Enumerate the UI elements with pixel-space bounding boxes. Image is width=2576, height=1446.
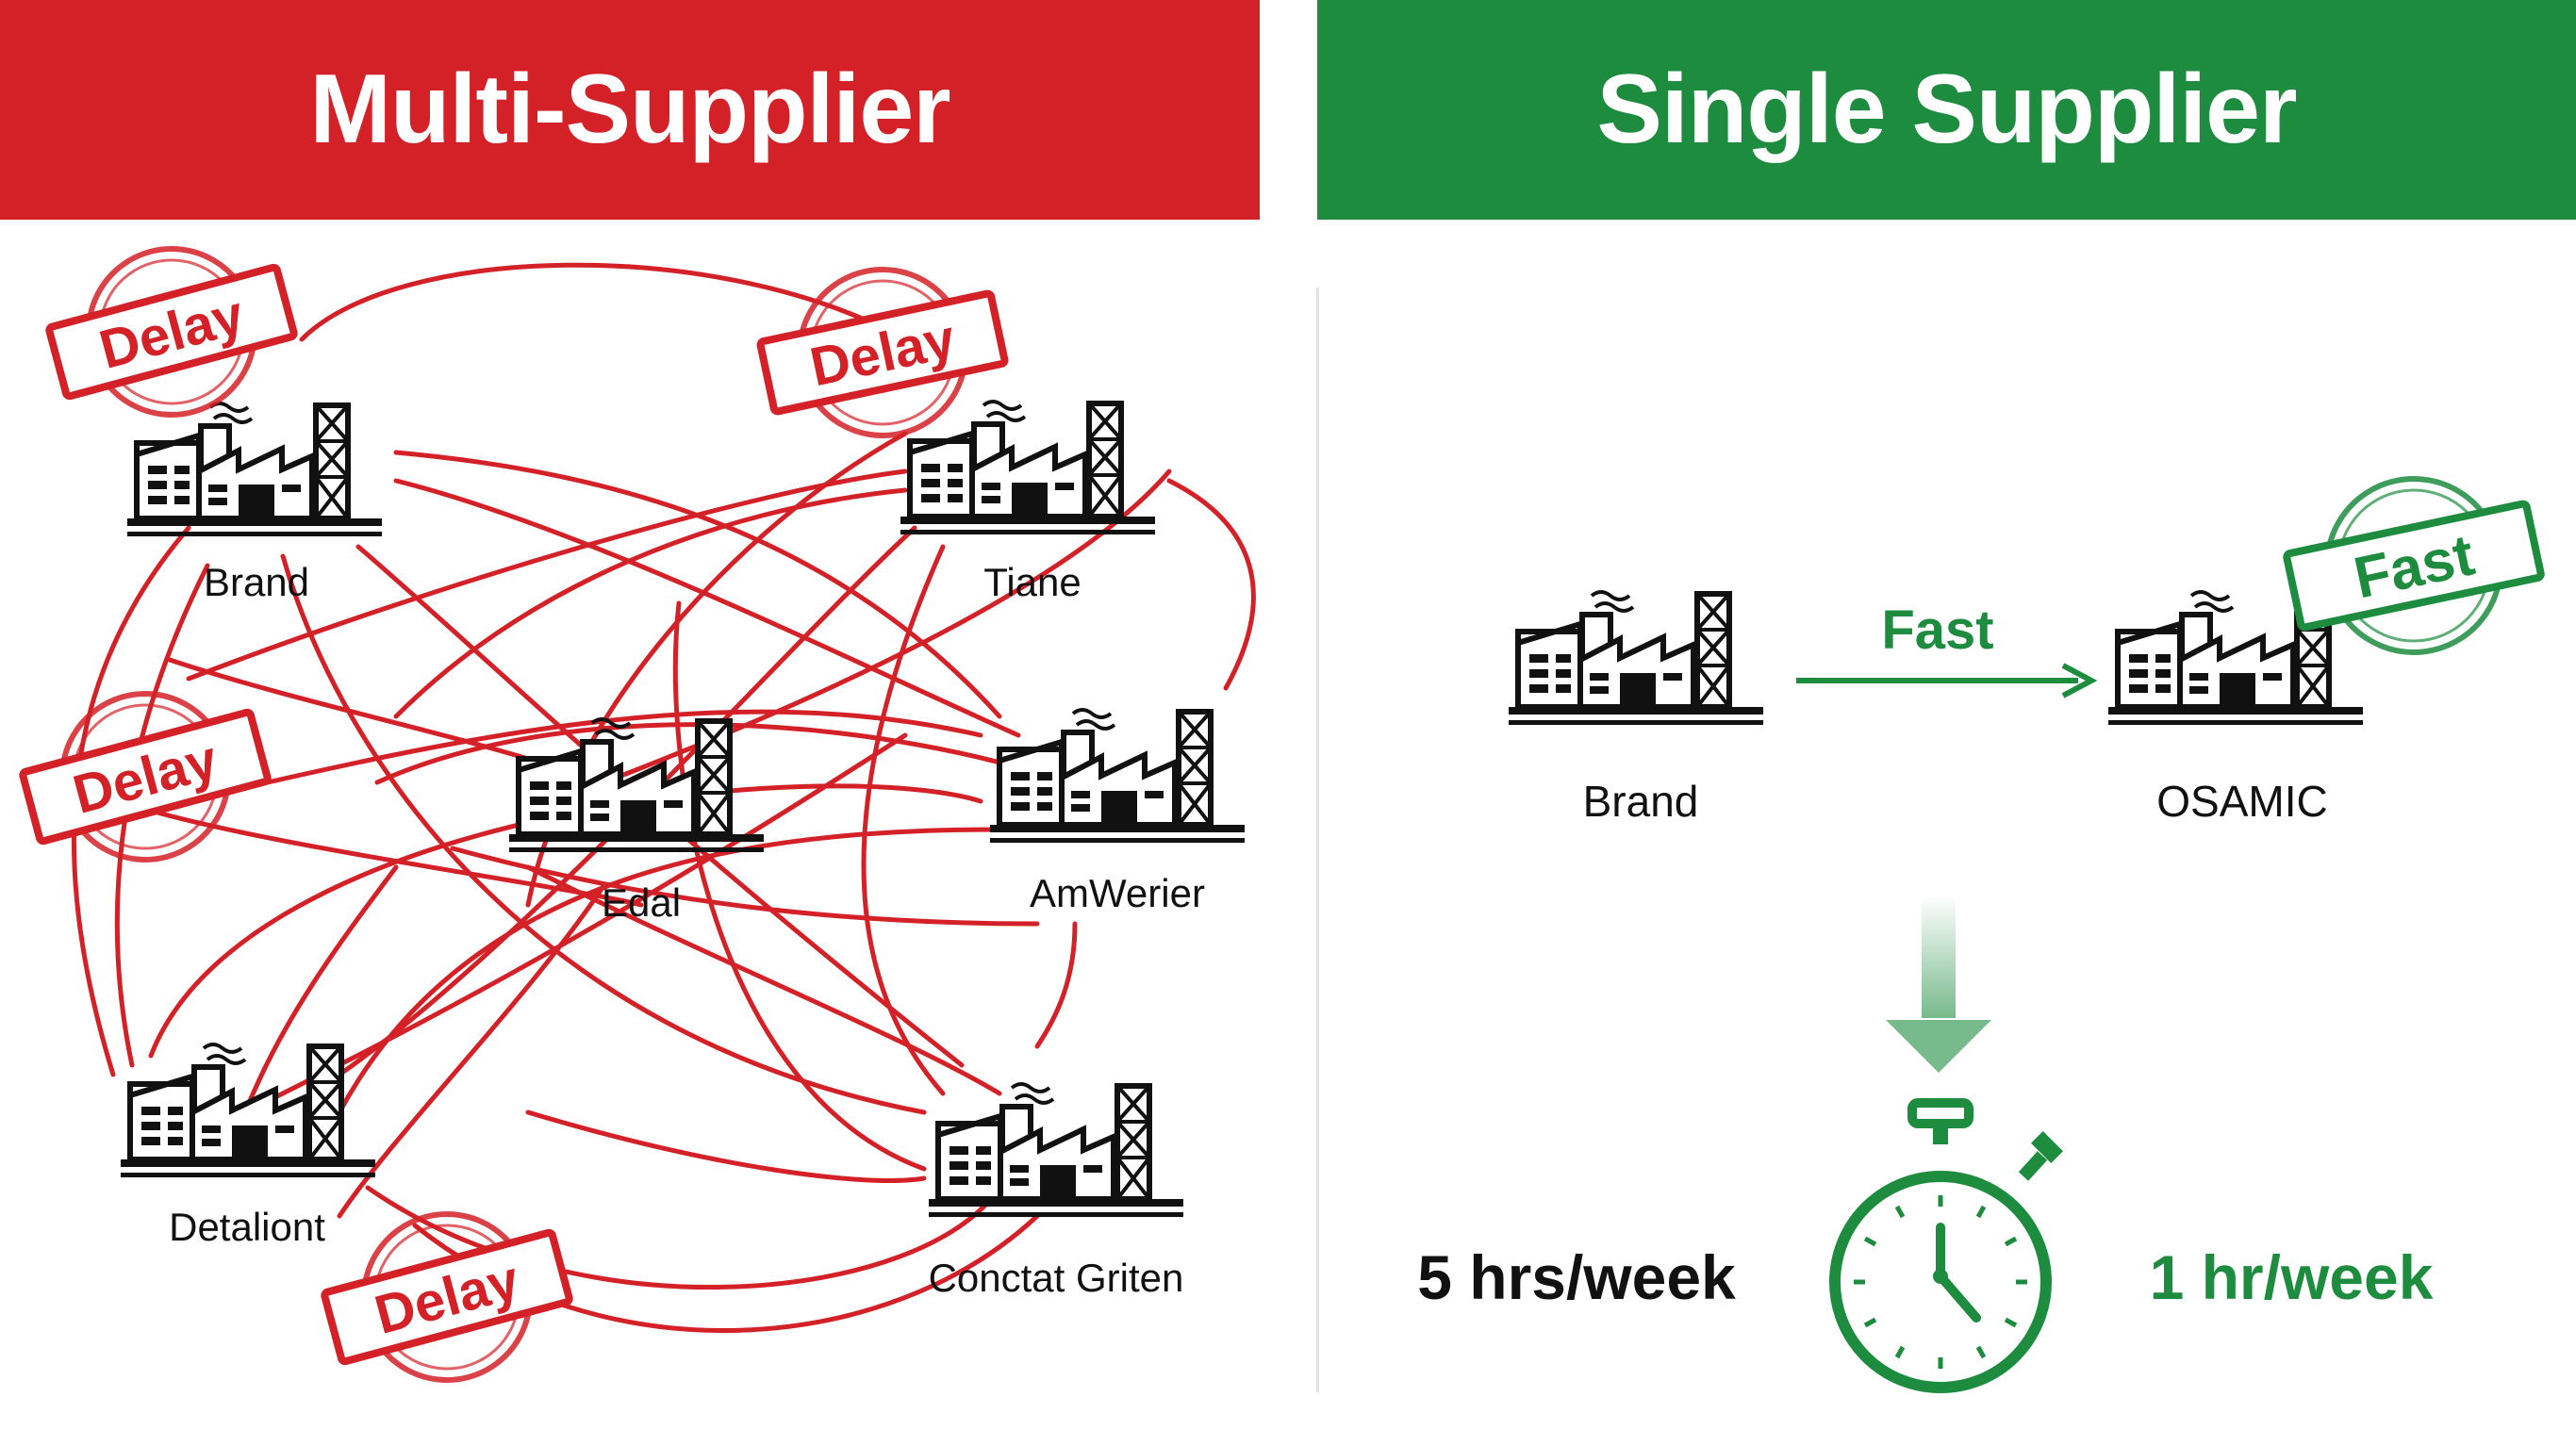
factory-icon	[929, 1084, 1183, 1217]
time-after: 1 hr/week	[2150, 1242, 2434, 1312]
panel-divider	[1316, 288, 1319, 1392]
factory-icon	[900, 402, 1155, 534]
source-factory: Brand	[1509, 592, 1763, 826]
factory-label: Detaliont	[169, 1205, 325, 1249]
factory-icon	[990, 710, 1245, 843]
delay-stamp: Delay	[19, 691, 272, 863]
factory-detaliont: Detaliont	[121, 1044, 375, 1249]
delay-stamp: Delay	[45, 246, 298, 418]
factory-label: Brand	[204, 560, 309, 604]
factory-amwerier: AmWerier	[990, 710, 1245, 915]
factory-label: Conctat Griten	[929, 1256, 1184, 1300]
factory-label: Edal	[602, 880, 681, 925]
factory-label: AmWerier	[1030, 871, 1205, 915]
single-supplier-banner: Single Supplier	[1317, 0, 2576, 220]
target-factory: OSAMIC	[2108, 592, 2363, 826]
stopwatch-icon	[1835, 1103, 2063, 1388]
factory-conctat-griten: Conctat Griten	[929, 1084, 1184, 1300]
delay-stamp: Delay	[321, 1211, 573, 1383]
fast-stamp: Fast	[2283, 476, 2545, 655]
multi-supplier-title: Multi-Supplier	[309, 55, 950, 164]
source-label: Brand	[1583, 777, 1699, 826]
factory-edal: Edal	[509, 719, 764, 925]
multi-supplier-banner: Multi-Supplier	[0, 0, 1260, 220]
arrow-label: Fast	[1881, 600, 1993, 661]
factory-tiane: Tiane	[900, 402, 1155, 604]
factory-icon	[127, 403, 382, 536]
factory-label: Tiane	[983, 560, 1082, 604]
factory-icon	[1509, 592, 1763, 725]
arrow-down-icon	[1886, 896, 1991, 1073]
target-label: OSAMIC	[2156, 777, 2327, 826]
factory-brand: Brand	[127, 403, 382, 604]
time-before: 5 hrs/week	[1417, 1242, 1736, 1312]
tangled-connections	[71, 262, 1256, 1333]
single-supplier-title: Single Supplier	[1596, 55, 2298, 164]
factory-icon	[121, 1044, 375, 1177]
fast-connection: Fast	[1796, 600, 2098, 698]
factory-icon	[509, 719, 764, 852]
